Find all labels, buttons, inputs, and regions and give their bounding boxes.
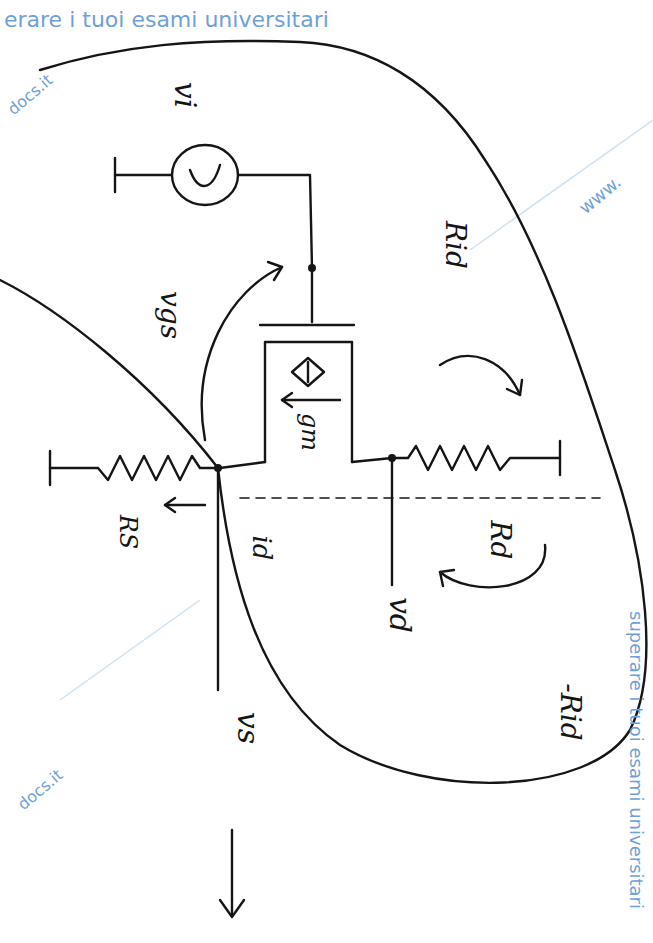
wire (311, 268, 313, 322)
resistance-label: Rd (486, 520, 514, 559)
wire (220, 462, 265, 468)
signal-name: vd (385, 597, 415, 633)
boundary-curve (0, 280, 218, 468)
current-arrow (282, 393, 292, 407)
source-symbol (190, 165, 220, 186)
wire (217, 468, 219, 690)
voltage-arrow (202, 267, 282, 440)
resistor-symbol (392, 446, 560, 470)
signal-name: vs (233, 712, 263, 744)
current-arrow (165, 504, 205, 506)
voltage-source (172, 145, 238, 205)
resistance-label: -Rid (556, 683, 584, 740)
node-dot (214, 464, 222, 472)
voltage-arrow (268, 262, 282, 280)
wire (352, 458, 392, 462)
resistance-arrow (507, 380, 522, 395)
watermark-line (60, 600, 200, 700)
watermark-line (470, 120, 653, 250)
dashed-line (240, 497, 600, 499)
direction-arrow (231, 830, 233, 915)
gate-plate (260, 324, 354, 326)
signal-name: vi (170, 82, 200, 109)
resistance-label: RS (116, 515, 140, 550)
boundary-curve (40, 41, 646, 783)
watermark-text: superare i tuoi esami universitari (627, 611, 645, 909)
node-dot (388, 454, 396, 462)
watermark-text: docs.it (5, 72, 56, 118)
node-dot (308, 264, 316, 272)
watermark-text: docs.it (15, 767, 66, 813)
resistance-arrow (440, 570, 454, 586)
controlled-source (307, 362, 309, 382)
mosfet-body (265, 342, 352, 462)
wire (115, 174, 172, 176)
controlled-source (292, 358, 324, 386)
direction-arrow (220, 900, 244, 917)
current-label: id (249, 536, 275, 561)
parameter-label: gm (298, 413, 322, 451)
resistance-label: Rid (441, 221, 469, 269)
signal-name: vgs (156, 291, 184, 339)
watermark-text: www. (576, 173, 625, 218)
resistor-symbol (50, 456, 218, 480)
wire (238, 175, 312, 268)
current-arrow (165, 498, 175, 512)
wire (391, 458, 393, 585)
watermark-text: erare i tuoi esami universitari (4, 9, 329, 31)
ground-symbol (559, 441, 561, 475)
ground-symbol (114, 158, 116, 192)
ground-symbol (49, 451, 51, 485)
current-arrow (282, 399, 340, 401)
